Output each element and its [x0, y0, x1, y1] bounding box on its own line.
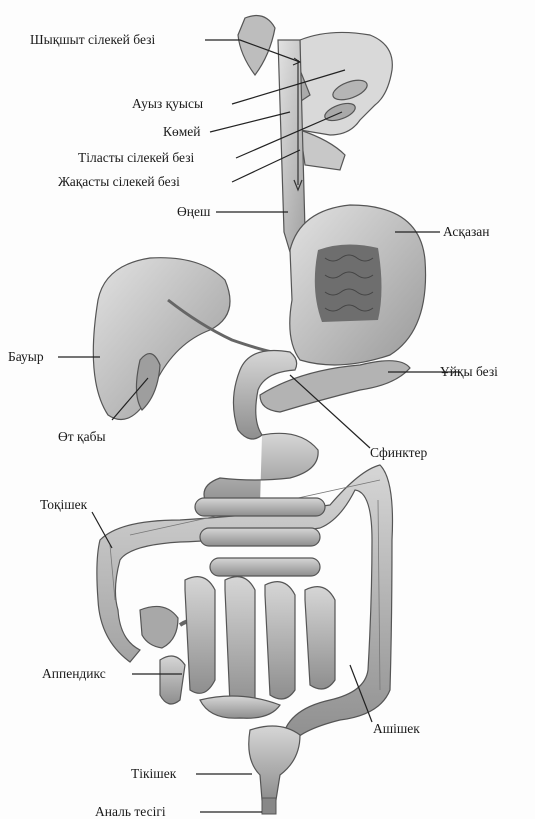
label-esophagus: Өңеш — [177, 204, 211, 219]
label-gallbladder: Өт қабы — [58, 429, 106, 444]
label-sublingual: Тіласты сілекей безі — [78, 150, 195, 165]
label-small-intestine: Аш­ішек — [373, 721, 420, 736]
label-appendix: Аппендикс — [42, 666, 106, 681]
label-sphincter: Сфинктер — [370, 445, 427, 460]
label-liver: Бауыр — [8, 349, 44, 364]
label-oral-cavity: Ауыз қуысы — [132, 96, 203, 111]
label-pharynx: Көмей — [163, 124, 201, 139]
label-parotid: Шықшыт сілекей безі — [30, 32, 155, 47]
label-submandibular: Жақасты сілекей безі — [58, 174, 180, 189]
anus-opening — [262, 798, 276, 814]
label-rectum: Тікішек — [131, 766, 177, 781]
label-stomach: Асқазан — [443, 224, 490, 239]
label-large-intestine: Тоқішек — [40, 497, 88, 512]
label-pancreas: Ұйқы безі — [440, 364, 498, 379]
label-anus: Аналь тесігі — [95, 804, 166, 819]
